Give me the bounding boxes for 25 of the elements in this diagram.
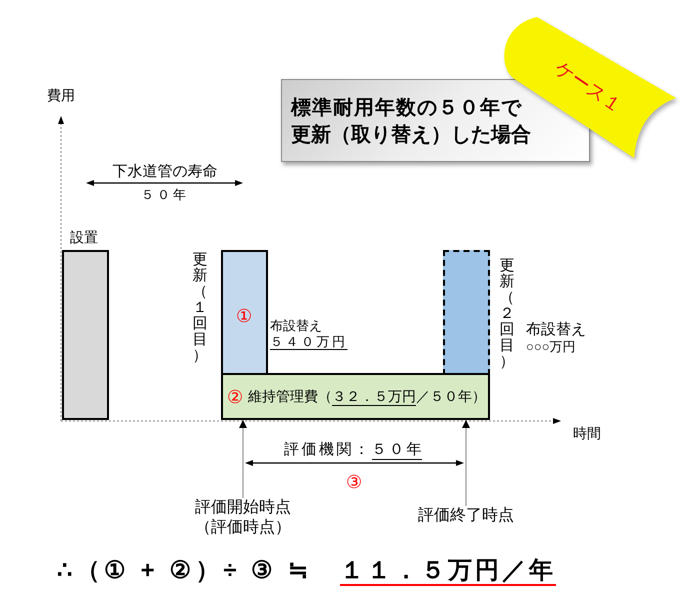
band-label: 維持管理費（３２．５万円／５０年）	[248, 388, 486, 404]
time-point-label: 評価終了時点	[417, 506, 515, 526]
circled-number: ②	[227, 386, 243, 409]
axis-label: 時間	[573, 424, 601, 442]
dimension-label: 評価機関：５０年	[284, 441, 424, 458]
cost-bar	[443, 250, 490, 375]
amount-label: ○○○万円	[526, 339, 576, 355]
caption-label: 布設替え	[270, 318, 322, 334]
vertical-label: 更新（２回目）	[499, 258, 515, 370]
cost-bar	[221, 250, 268, 375]
dimension-label: 下水道管の寿命	[112, 162, 218, 181]
bar-label: 設置	[70, 228, 98, 246]
result-text: １１．５万円／年	[340, 556, 556, 586]
vertical-label: 更新（１回目）	[192, 252, 208, 364]
axis-label: 費用	[47, 86, 75, 104]
amount-label: ５４０万円	[270, 334, 348, 350]
circled-number: ①	[236, 305, 252, 328]
leader-arrow	[462, 420, 470, 506]
time-point-label: 評価開始時点（評価時点）	[194, 498, 292, 538]
dimension-label: ５０年	[141, 187, 189, 203]
formula-text: ∴（① + ②）÷ ③ ≒	[57, 556, 312, 586]
leader-arrow	[239, 420, 247, 498]
caption-label: 布設替え	[526, 320, 586, 339]
cost-band	[221, 373, 490, 420]
circled-number: ③	[346, 471, 362, 494]
